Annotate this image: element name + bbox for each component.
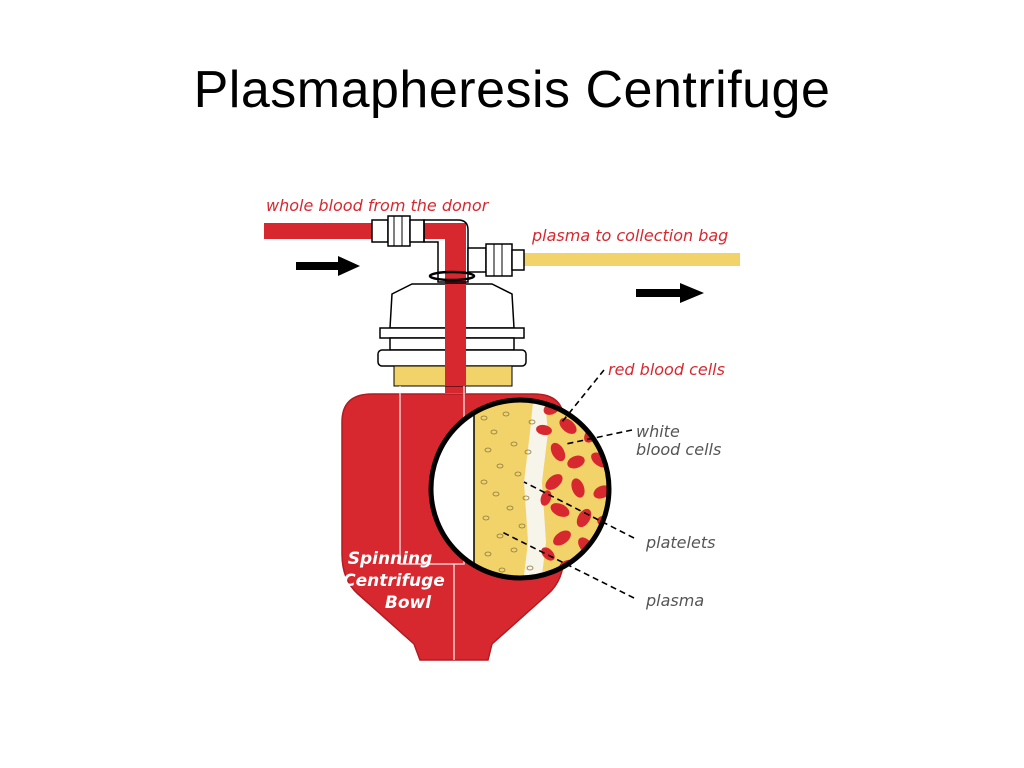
inlet-tube — [264, 223, 377, 239]
centrifuge-diagram: Spinning Centrifuge Bowl — [262, 182, 742, 678]
label-plasma: plasma — [645, 591, 704, 610]
outlet-tube — [522, 253, 740, 266]
centrifuge-diagram-svg: Spinning Centrifuge Bowl — [262, 182, 742, 678]
label-white-cells-line1: white — [636, 422, 680, 441]
label-red-blood-cells: red blood cells — [608, 360, 725, 379]
leader-lines — [501, 369, 635, 599]
label-whole-blood: whole blood from the donor — [266, 196, 490, 215]
inlet-bend — [422, 223, 466, 239]
label-plasma-to-bag: plasma to collection bag — [531, 226, 728, 245]
label-white-cells-line2: blood cells — [636, 440, 721, 459]
page-title: Plasmapheresis Centrifuge — [193, 61, 831, 119]
arrow-right-icon — [296, 256, 360, 276]
bowl-label-line1: Spinning — [348, 549, 433, 569]
inlet-connector — [371, 215, 469, 283]
bowl-label-line2: Centrifuge — [343, 571, 445, 591]
bowl-cap — [377, 283, 527, 387]
bowl-label-line3: Bowl — [385, 593, 432, 613]
arrow-right-icon — [636, 283, 704, 303]
label-platelets: platelets — [645, 533, 715, 552]
clamp-ring — [428, 270, 476, 282]
outlet-connector — [467, 243, 525, 277]
platelets — [480, 411, 536, 573]
